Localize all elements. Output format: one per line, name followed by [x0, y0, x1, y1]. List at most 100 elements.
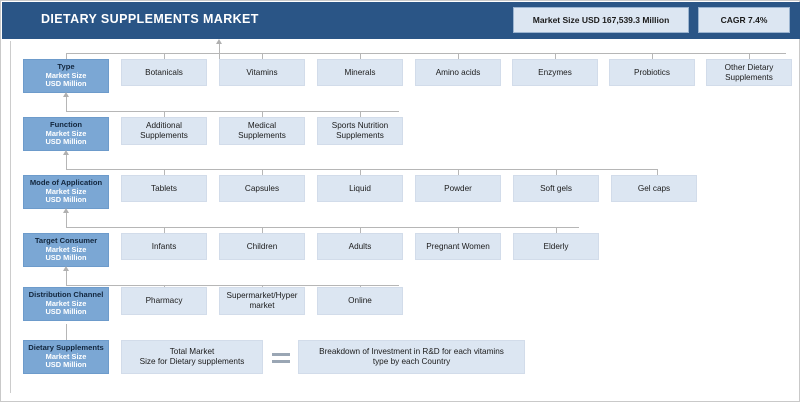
- leaf-function-2-l2: Supplements: [336, 131, 384, 140]
- leaf-channel-1-l1: Supermarket/Hyper: [226, 291, 298, 301]
- left-rail-divider: [10, 41, 11, 393]
- leaf-type-6-l2: Supplements: [725, 72, 773, 82]
- category-distribution-channel[interactable]: Distribution Channel Market Size USD Mil…: [23, 287, 109, 321]
- leaf-mode-5-l1: Gel caps: [637, 183, 671, 193]
- leaf-type-4-l1: Enzymes: [538, 67, 572, 77]
- category-mode-of-application-label: Mode of Application: [29, 177, 103, 187]
- row1-stub-5: [555, 53, 556, 59]
- category-dietary-supplements-sub2: USD Million: [45, 360, 87, 370]
- summary-rd-breakdown[interactable]: Breakdown of Investment in R&D for each …: [298, 340, 525, 374]
- row5-bus: [66, 285, 399, 286]
- leaf-type-4[interactable]: Enzymes: [512, 59, 598, 86]
- leaf-consumer-4-l1: Elderly: [543, 241, 569, 251]
- category-mode-of-application[interactable]: Mode of Application Market Size USD Mill…: [23, 175, 109, 209]
- category-mode-of-application-sub2: USD Million: [45, 195, 87, 205]
- category-dietary-supplements-label: Dietary Supplements: [28, 342, 104, 352]
- row1-stub-2: [262, 53, 263, 59]
- row4-stub-5: [556, 227, 557, 233]
- category-distribution-channel-sub2: USD Million: [45, 307, 87, 317]
- category-target-consumer-sub1: Market Size: [45, 244, 87, 254]
- category-target-consumer-label: Target Consumer: [34, 235, 98, 245]
- row2-stub-1: [164, 111, 165, 117]
- leaf-mode-0-l1: Tablets: [151, 183, 177, 193]
- leaf-consumer-0-l1: Infants: [151, 241, 177, 251]
- leaf-function-0[interactable]: Additional Supplements: [121, 117, 207, 145]
- leaf-channel-1-l2: market: [249, 301, 275, 310]
- leaf-consumer-0[interactable]: Infants: [121, 233, 207, 260]
- leaf-type-1[interactable]: Vitamins: [219, 59, 305, 86]
- leaf-function-1-l2: Supplements: [238, 131, 286, 140]
- leaf-channel-2[interactable]: Online: [317, 287, 403, 315]
- row3-stub-2: [262, 169, 263, 175]
- leaf-function-1-l1: Medical: [247, 121, 277, 131]
- row1-stub-4: [458, 53, 459, 59]
- leaf-type-3-l1: Amino acids: [435, 67, 481, 77]
- leaf-type-0[interactable]: Botanicals: [121, 59, 207, 86]
- row4-stub-3: [360, 227, 361, 233]
- row1-stub-6: [652, 53, 653, 59]
- summary-rd-breakdown-l2: type by each Country: [372, 357, 451, 366]
- row1-stub-cat: [66, 53, 67, 59]
- leaf-type-5-l1: Probiotics: [634, 67, 670, 77]
- leaf-consumer-3[interactable]: Pregnant Women: [415, 233, 501, 260]
- leaf-type-0-l1: Botanicals: [145, 67, 183, 77]
- leaf-mode-5[interactable]: Gel caps: [611, 175, 697, 202]
- leaf-consumer-1[interactable]: Children: [219, 233, 305, 260]
- row4-stub-2: [262, 227, 263, 233]
- leaf-mode-1-l1: Capsules: [244, 183, 280, 193]
- category-function-sub1: Market Size: [45, 128, 87, 138]
- category-type-sub1: Market Size: [45, 70, 87, 80]
- leaf-mode-1[interactable]: Capsules: [219, 175, 305, 202]
- leaf-consumer-4[interactable]: Elderly: [513, 233, 599, 260]
- summary-total-market-l2: Size for Dietary supplements: [139, 357, 245, 366]
- row5-cat-riser: [66, 270, 67, 285]
- leaf-type-2-l1: Minerals: [344, 67, 376, 77]
- leaf-channel-1[interactable]: Supermarket/Hyper market: [219, 287, 305, 315]
- leaf-channel-0[interactable]: Pharmacy: [121, 287, 207, 315]
- row1-stub-3: [360, 53, 361, 59]
- category-function-sub2: USD Million: [45, 137, 87, 147]
- summary-rd-breakdown-l1: Breakdown of Investment in R&D for each …: [319, 347, 504, 357]
- category-function[interactable]: Function Market Size USD Million: [23, 117, 109, 151]
- leaf-mode-4[interactable]: Soft gels: [513, 175, 599, 202]
- leaf-function-0-l1: Additional: [146, 121, 182, 131]
- row2-bus: [66, 111, 399, 112]
- category-type-label: Type: [57, 61, 75, 71]
- row4-cat-arrow-icon: [62, 208, 69, 213]
- leaf-channel-2-l1: Online: [348, 296, 372, 306]
- page-title: DIETARY SUPPLEMENTS MARKET: [41, 12, 259, 26]
- leaf-mode-3-l1: Powder: [444, 183, 472, 193]
- summary-total-market[interactable]: Total Market Size for Dietary supplement…: [121, 340, 263, 374]
- leaf-type-6-l1: Other Dietary: [724, 62, 774, 72]
- category-type-sub2: USD Million: [45, 79, 87, 89]
- row3-stub-3: [360, 169, 361, 175]
- category-type[interactable]: Type Market Size USD Million: [23, 59, 109, 93]
- leaf-function-1[interactable]: Medical Supplements: [219, 117, 305, 145]
- leaf-mode-2[interactable]: Liquid: [317, 175, 403, 202]
- row6-cat-riser: [66, 324, 67, 340]
- kpi-market-size: Market Size USD 167,539.3 Million: [513, 7, 689, 33]
- row5-cat-arrow-icon: [62, 266, 69, 271]
- summary-total-market-l1: Total Market: [169, 347, 215, 357]
- row2-cat-riser: [66, 96, 67, 111]
- row4-stub-4: [458, 227, 459, 233]
- category-target-consumer[interactable]: Target Consumer Market Size USD Million: [23, 233, 109, 267]
- leaf-consumer-2-l1: Adults: [348, 241, 372, 251]
- leaf-type-5[interactable]: Probiotics: [609, 59, 695, 86]
- row4-cat-riser: [66, 212, 67, 227]
- leaf-type-1-l1: Vitamins: [246, 67, 278, 77]
- leaf-mode-3[interactable]: Powder: [415, 175, 501, 202]
- leaf-function-2[interactable]: Sports Nutrition Supplements: [317, 117, 403, 145]
- leaf-mode-0[interactable]: Tablets: [121, 175, 207, 202]
- leaf-type-6[interactable]: Other Dietary Supplements: [706, 59, 792, 86]
- row2-stub-3: [360, 111, 361, 117]
- leaf-type-2[interactable]: Minerals: [317, 59, 403, 86]
- leaf-type-3[interactable]: Amino acids: [415, 59, 501, 86]
- row3-stub-6: [657, 169, 658, 175]
- row3-stub-1: [164, 169, 165, 175]
- leaf-consumer-2[interactable]: Adults: [317, 233, 403, 260]
- category-dietary-supplements-sub1: Market Size: [45, 351, 87, 361]
- category-dietary-supplements[interactable]: Dietary Supplements Market Size USD Mill…: [23, 340, 109, 374]
- row3-bus: [66, 169, 658, 170]
